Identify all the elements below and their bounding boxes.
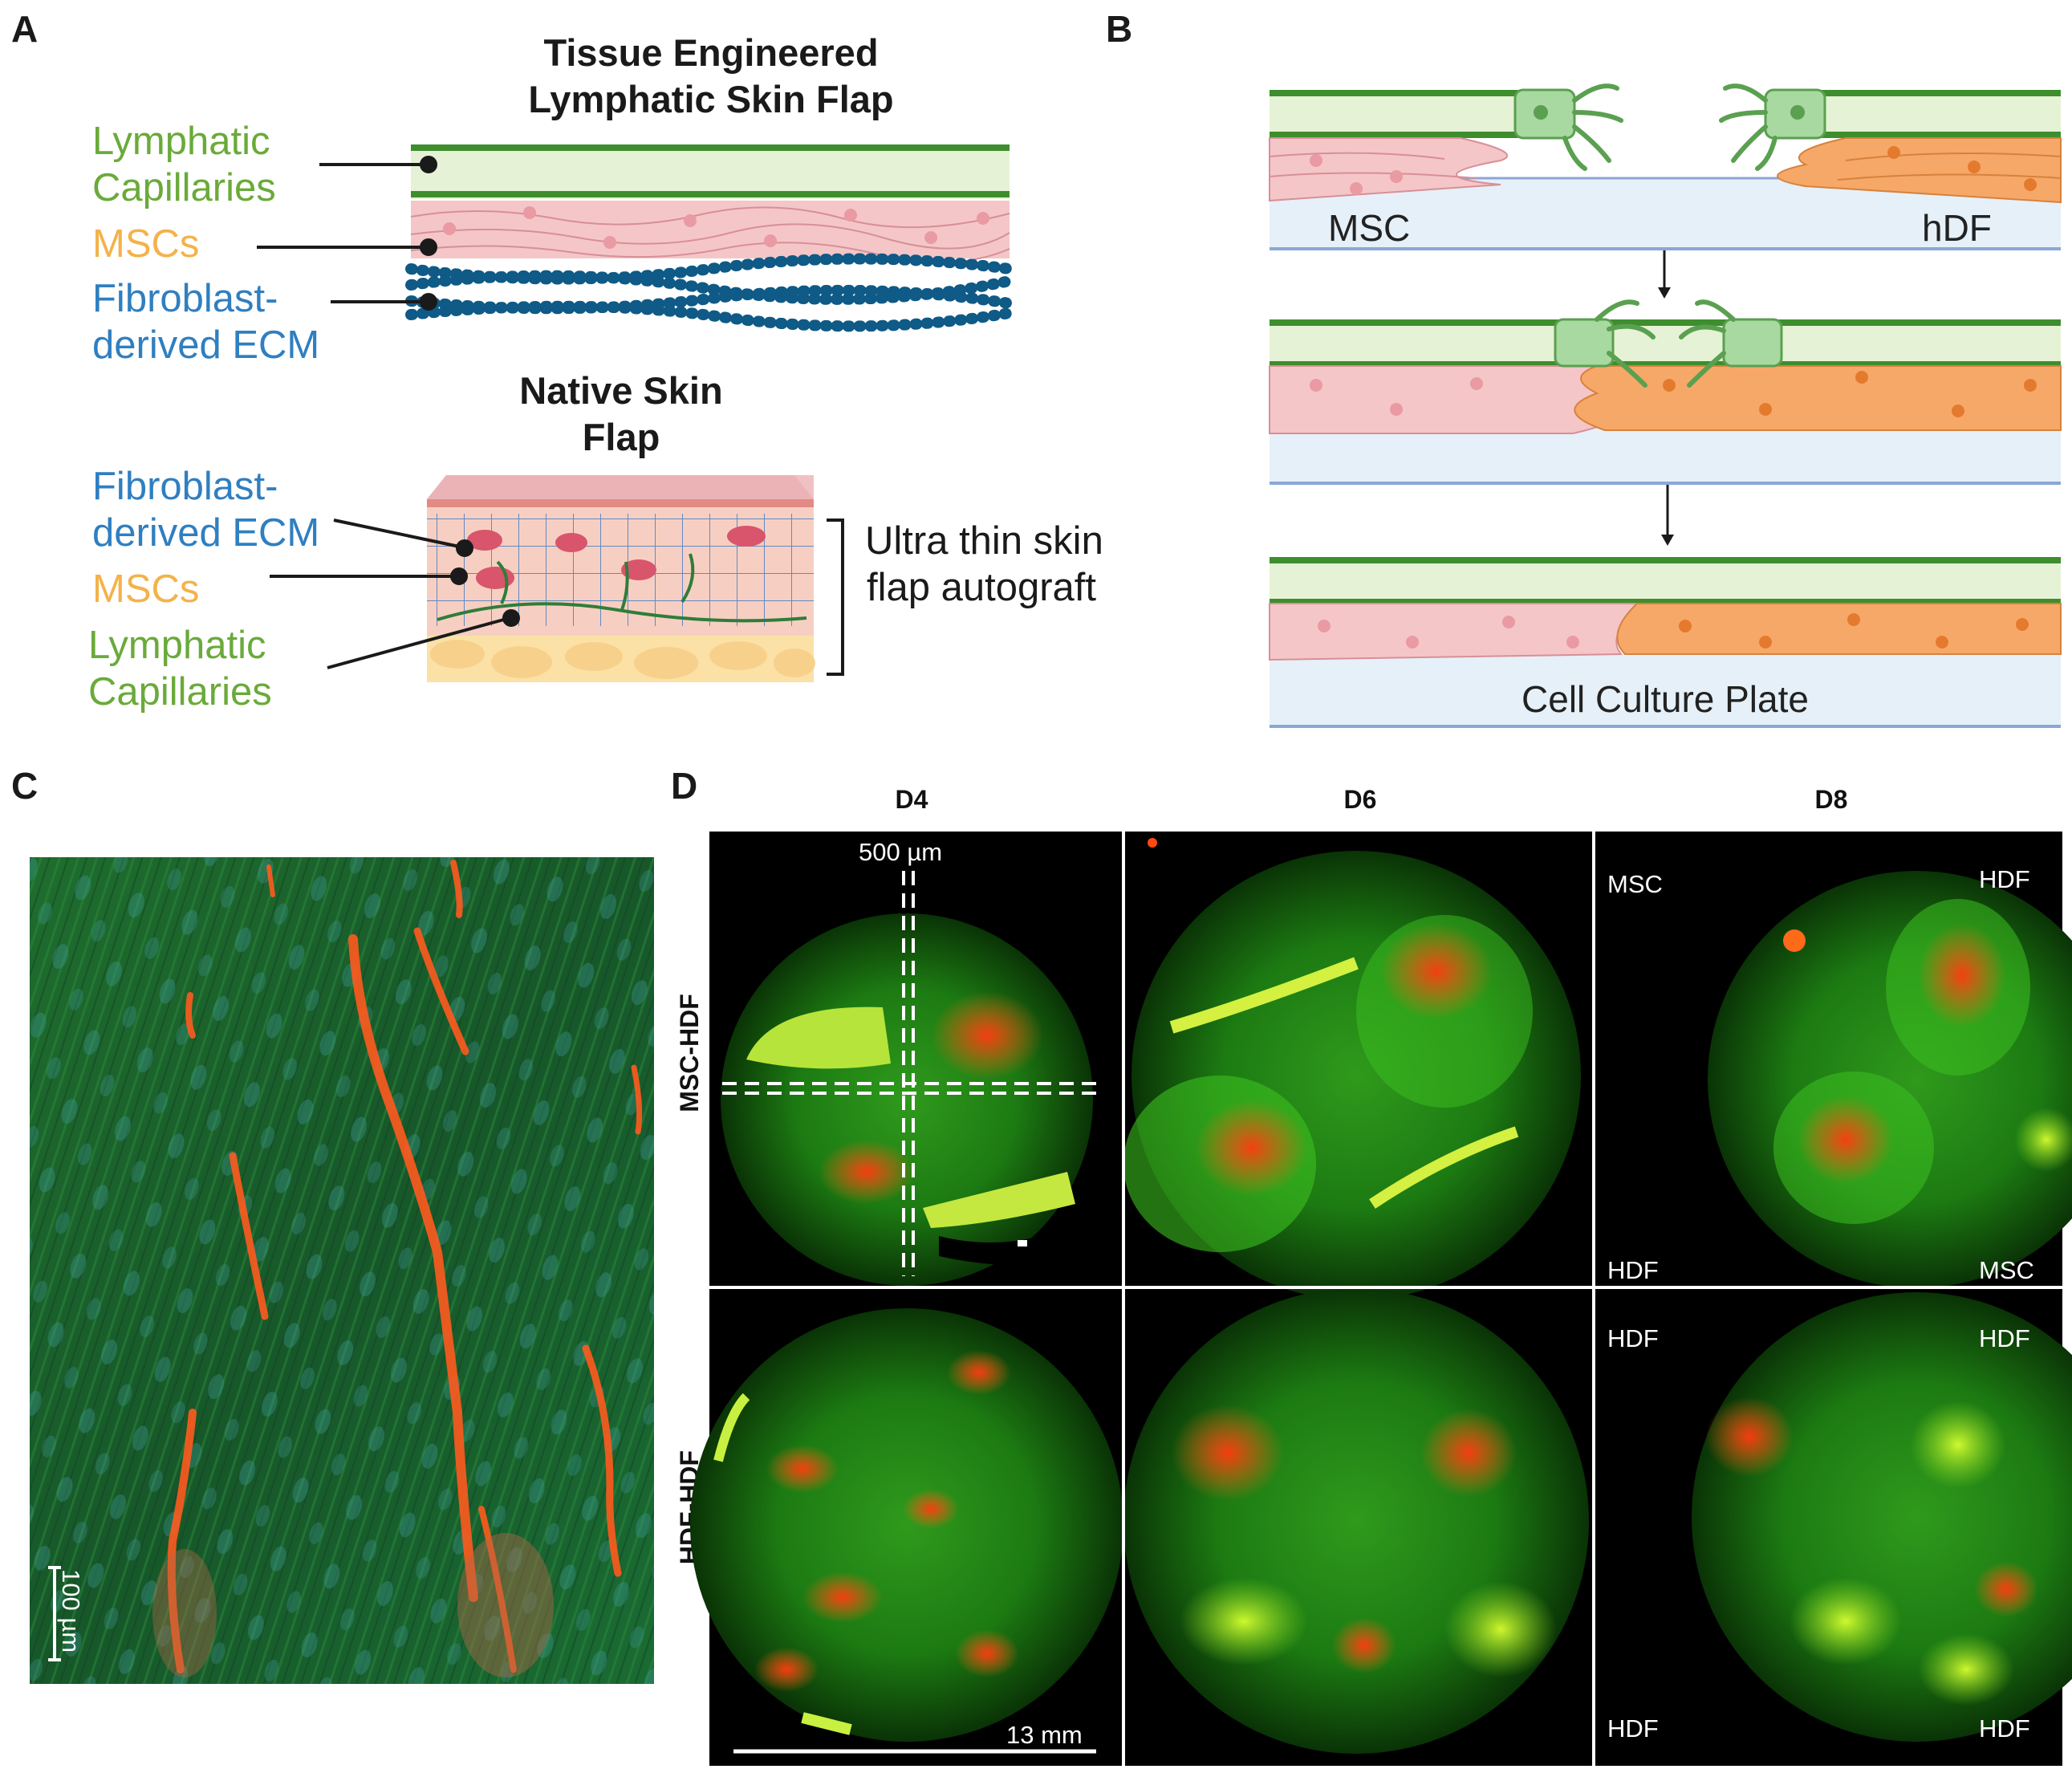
scale-label-13mm: 13 mm [1006, 1721, 1083, 1749]
image-msc-hdf-d8: MSC HDF HDF MSC [1607, 865, 2072, 1288]
panel-c-scale-bar: 100 µm [48, 1566, 85, 1661]
native-flap-bracket [827, 518, 844, 676]
hdf-label: hDF [1922, 207, 1992, 249]
te-flap-title-line2: Lymphatic Skin Flap [528, 78, 893, 120]
quad-label-bottom-row-top-right: HDF [1979, 1324, 2030, 1352]
lymphatic-cell-left-merged-icon [1554, 318, 1615, 368]
coculture-stage-3: Cell Culture Plate [1269, 557, 2062, 728]
lymphatic-cell-right-merged-icon [1722, 318, 1783, 368]
bracket-label-line1: Ultra thin skin [865, 519, 1103, 563]
panel-letter-d: D [671, 765, 697, 807]
te-label-mscs: MSCs [92, 222, 199, 266]
panel-b: MSC hDF [1269, 83, 2062, 728]
culture-plate-label: Cell Culture Plate [1521, 678, 1809, 720]
bracket-label-line2: flap autograft [867, 566, 1096, 609]
lymphatic-cell-right-icon [1719, 83, 1826, 171]
arrow-down-icon-2 [1661, 535, 1674, 546]
native-label-lymphatic-line2: Capillaries [88, 670, 272, 714]
te-label-lymphatic-line2: Capillaries [92, 166, 276, 209]
panel-letter-b: B [1106, 8, 1132, 50]
quad-label-bottom-right: MSC [1979, 1256, 2034, 1284]
row-header-msc-hdf: MSC-HDF [675, 994, 704, 1112]
native-flap-title-line1: Native Skin [519, 369, 722, 412]
quad-label-top-left: MSC [1607, 870, 1663, 898]
image-hdf-hdf-d8: HDF HDF HDF HDF [1607, 1292, 2072, 1743]
panel-letter-a: A [11, 8, 38, 50]
te-label-ecm-line1: Fibroblast- [92, 277, 278, 320]
image-hdf-hdf-d4 [690, 1308, 1123, 1742]
native-label-mscs: MSCs [92, 567, 199, 611]
arrow-down-icon [1658, 287, 1671, 299]
te-label-lymphatic-line1: Lymphatic [92, 120, 270, 163]
column-header-d4: D4 [896, 785, 928, 814]
coculture-stage-1: MSC hDF [1269, 83, 2062, 250]
msc-label: MSC [1328, 207, 1410, 249]
te-flap-title-line1: Tissue Engineered [543, 31, 878, 74]
panel-d-dividers [709, 832, 2062, 1766]
panel-letter-c: C [11, 765, 38, 807]
image-msc-hdf-d6 [1123, 838, 1581, 1300]
quad-label-bottom-left: HDF [1607, 1256, 1659, 1284]
quad-label-top-right: HDF [1979, 865, 2030, 893]
te-leader-lines [257, 156, 437, 311]
te-flap-illustration [405, 144, 1015, 332]
quad-label-bottom-row-bottom-left: HDF [1607, 1714, 1659, 1743]
lymphatic-cell-left-icon [1513, 83, 1623, 171]
native-label-lymphatic-line1: Lymphatic [88, 624, 266, 667]
scale-label-500um: 500 µm [859, 838, 942, 866]
scale-label-100um: 100 µm [57, 1569, 85, 1653]
native-leader-lines [270, 518, 520, 669]
panel-d: D4 D6 D8 MSC-HDF HDF-HDF 500 µm [675, 785, 2072, 1766]
quad-label-bottom-row-bottom-right: HDF [1979, 1714, 2030, 1743]
image-msc-hdf-d4: 500 µm [721, 838, 1096, 1286]
panel-a: Tissue Engineered Lymphatic Skin Flap [88, 31, 1103, 714]
native-flap-illustration [427, 475, 815, 682]
native-flap-title-line2: Flap [583, 416, 660, 458]
native-label-ecm-line1: Fibroblast- [92, 465, 278, 508]
column-header-d6: D6 [1344, 785, 1377, 814]
panel-c-micrograph: 100 µm [30, 857, 654, 1684]
image-hdf-hdf-d6 [1123, 1288, 1589, 1754]
quad-label-bottom-row-top-left: HDF [1607, 1324, 1659, 1352]
te-label-ecm-line2: derived ECM [92, 323, 319, 367]
coculture-stage-2 [1269, 299, 2062, 485]
column-header-d8: D8 [1815, 785, 1848, 814]
native-label-ecm-line2: derived ECM [92, 511, 319, 555]
